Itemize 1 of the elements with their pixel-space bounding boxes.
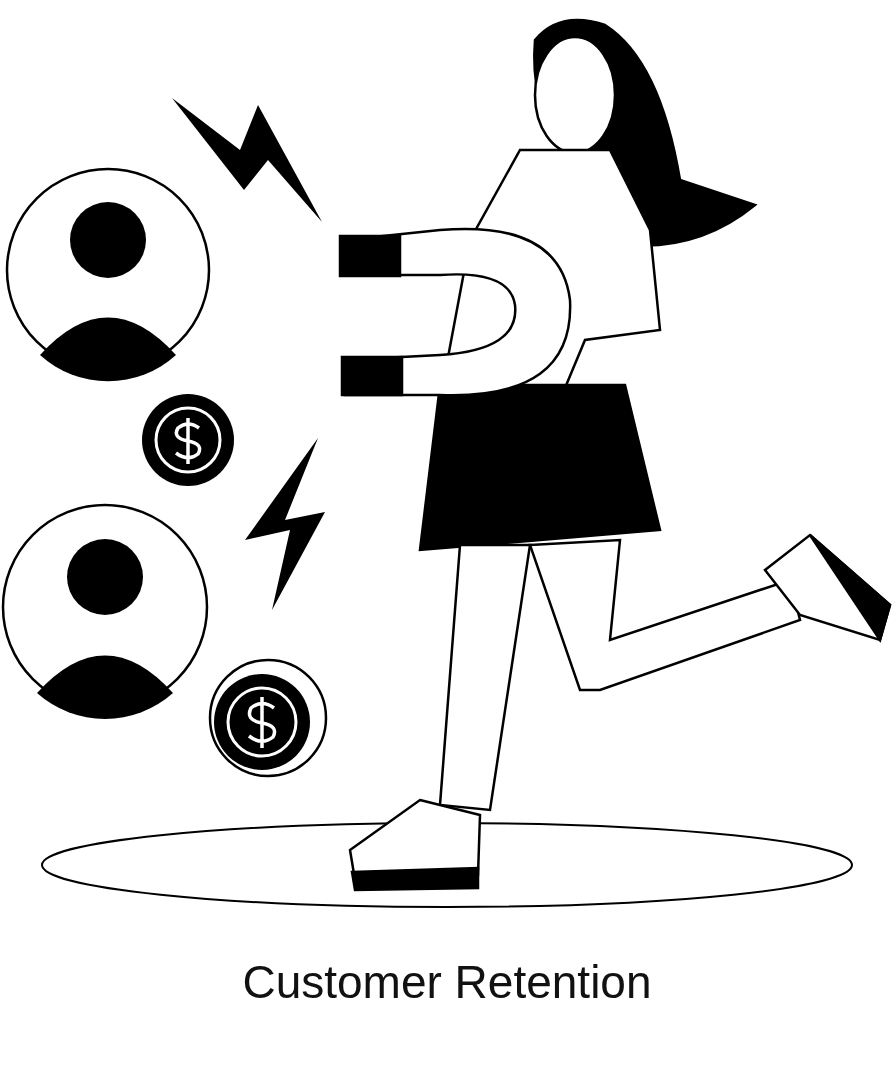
title: Customer Retention (241, 955, 653, 1009)
